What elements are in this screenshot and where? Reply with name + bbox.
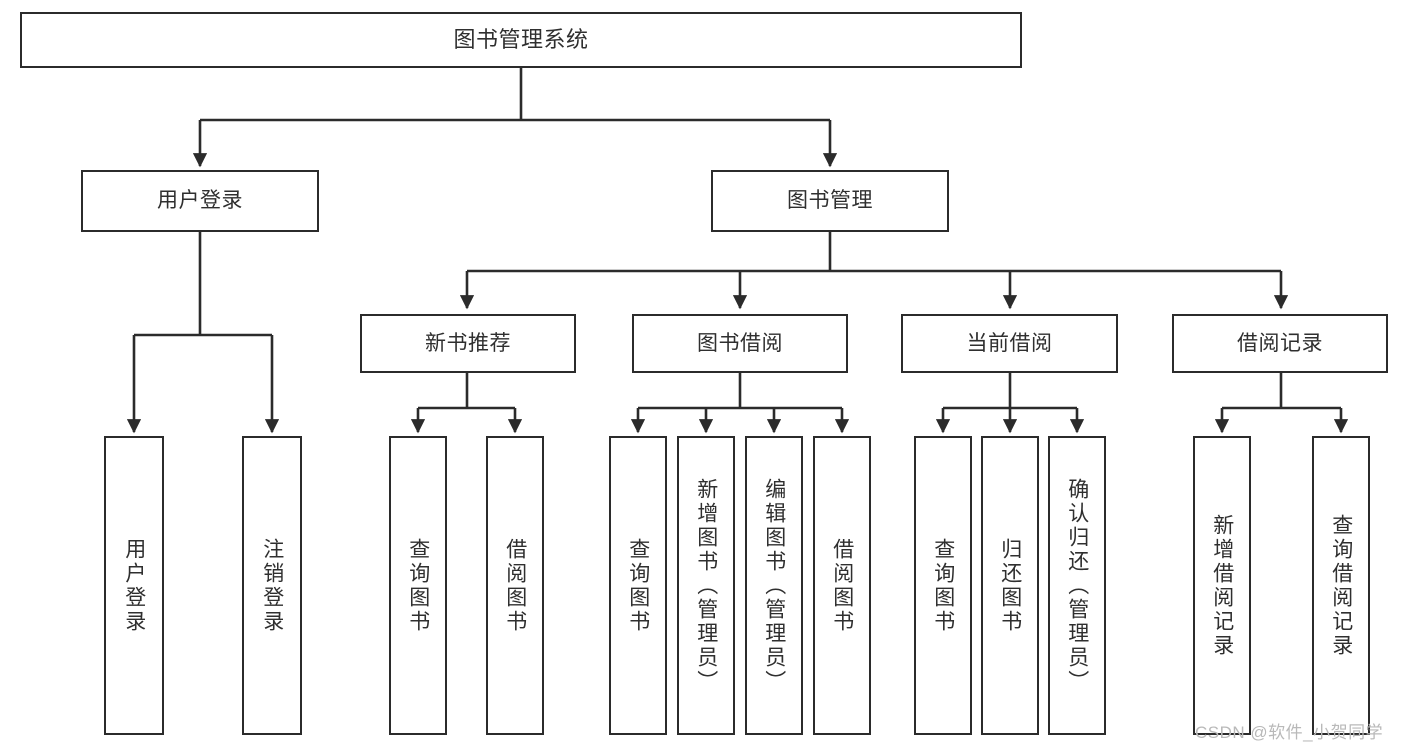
node-leaf-confirm-return-label: 确认归还（管理员） <box>1065 477 1089 694</box>
node-leaf-add-book[interactable]: 新增图书（管理员） <box>677 436 735 735</box>
node-leaf-borrow-book-1-label: 借阅图书 <box>503 537 527 634</box>
node-borrow-record[interactable]: 借阅记录 <box>1172 314 1388 373</box>
node-leaf-query-record[interactable]: 查询借阅记录 <box>1312 436 1370 735</box>
node-new-book-rec[interactable]: 新书推荐 <box>360 314 576 373</box>
node-leaf-borrow-book-1[interactable]: 借阅图书 <box>486 436 544 735</box>
node-leaf-query-book-3-label: 查询图书 <box>931 537 955 634</box>
node-leaf-edit-book[interactable]: 编辑图书（管理员） <box>745 436 803 735</box>
node-leaf-query-record-label: 查询借阅记录 <box>1329 513 1353 658</box>
node-leaf-user-login-label: 用户登录 <box>122 537 146 634</box>
node-leaf-return-book[interactable]: 归还图书 <box>981 436 1039 735</box>
node-leaf-logout-label: 注销登录 <box>260 537 284 634</box>
node-leaf-query-book-2-label: 查询图书 <box>626 537 650 634</box>
node-leaf-query-book-2[interactable]: 查询图书 <box>609 436 667 735</box>
node-leaf-confirm-return[interactable]: 确认归还（管理员） <box>1048 436 1106 735</box>
node-leaf-query-book-1[interactable]: 查询图书 <box>389 436 447 735</box>
node-root[interactable]: 图书管理系统 <box>20 12 1022 68</box>
node-leaf-add-book-label: 新增图书（管理员） <box>694 477 718 694</box>
node-book-borrow-label: 图书借阅 <box>697 331 783 355</box>
node-leaf-edit-book-label: 编辑图书（管理员） <box>762 477 786 694</box>
node-leaf-borrow-book-2-label: 借阅图书 <box>830 537 854 634</box>
node-leaf-user-login[interactable]: 用户登录 <box>104 436 164 735</box>
node-leaf-return-book-label: 归还图书 <box>998 537 1022 634</box>
node-book-borrow[interactable]: 图书借阅 <box>632 314 848 373</box>
node-leaf-add-record[interactable]: 新增借阅记录 <box>1193 436 1251 735</box>
node-borrow-record-label: 借阅记录 <box>1237 331 1323 355</box>
node-user-login-label: 用户登录 <box>157 189 243 213</box>
node-leaf-query-book-3[interactable]: 查询图书 <box>914 436 972 735</box>
node-book-manage-label: 图书管理 <box>787 189 873 213</box>
node-leaf-logout[interactable]: 注销登录 <box>242 436 302 735</box>
node-current-borrow-label: 当前借阅 <box>966 331 1053 355</box>
node-leaf-borrow-book-2[interactable]: 借阅图书 <box>813 436 871 735</box>
node-user-login[interactable]: 用户登录 <box>81 170 319 232</box>
node-leaf-query-book-1-label: 查询图书 <box>406 537 430 634</box>
node-book-manage[interactable]: 图书管理 <box>711 170 949 232</box>
node-leaf-add-record-label: 新增借阅记录 <box>1210 513 1234 658</box>
node-root-label: 图书管理系统 <box>453 26 589 52</box>
node-new-book-rec-label: 新书推荐 <box>425 331 511 355</box>
node-current-borrow[interactable]: 当前借阅 <box>901 314 1118 373</box>
